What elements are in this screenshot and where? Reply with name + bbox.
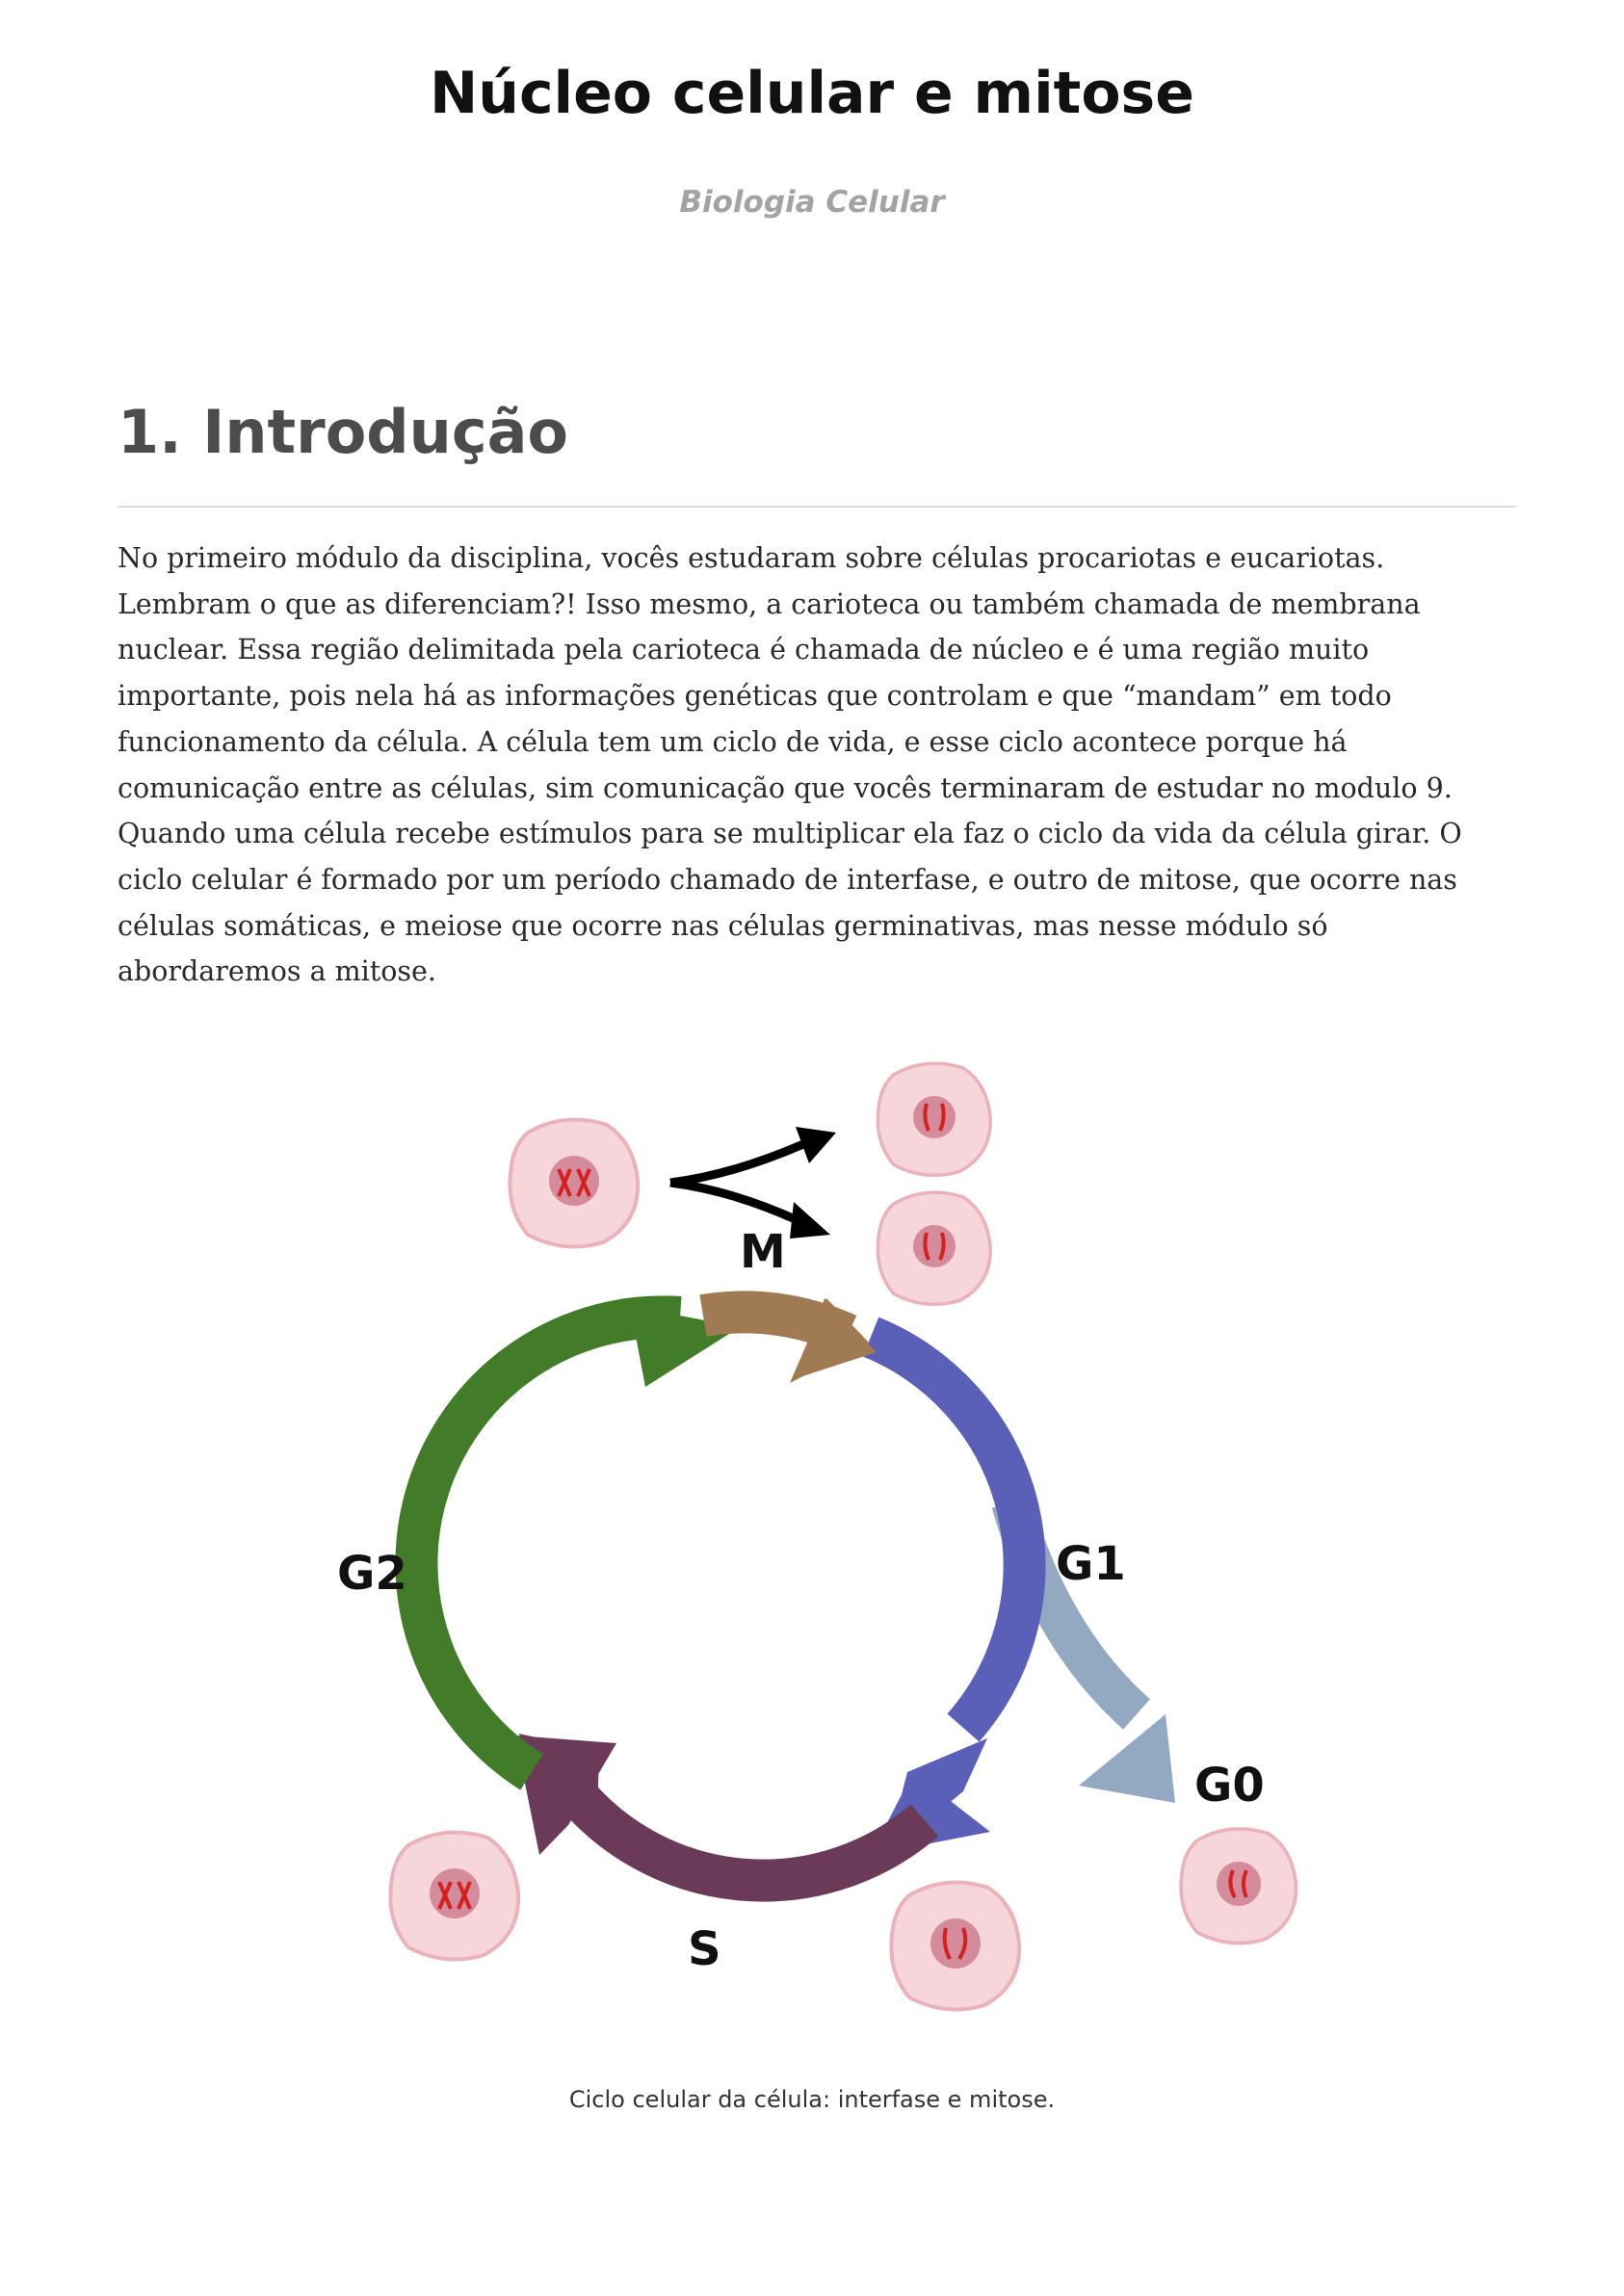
- cell-cycle-diagram: M G1 G2 G0 S: [337, 1061, 1298, 2012]
- m-segment-arrow: [699, 1291, 877, 1383]
- cell-g0: [1179, 1827, 1298, 1945]
- phase-label-g1: G1: [1056, 1537, 1126, 1591]
- g1-segment-arrow: [862, 1317, 1046, 1855]
- section-heading: 1. Introdução: [118, 397, 568, 467]
- cell-g2: [388, 1830, 521, 1962]
- phase-label-g2: G2: [337, 1547, 407, 1601]
- cell-cycle-figure: M G1 G2 G0 S: [308, 1040, 1329, 2042]
- figure-caption: Ciclo celular da célula: interfase e mit…: [568, 2086, 1056, 2113]
- cell-daughter-top: [876, 1061, 992, 1178]
- cell-daughter-bottom: [876, 1190, 992, 1307]
- phase-label-g0: G0: [1194, 1759, 1265, 1813]
- document-title: Núcleo celular e mitose: [430, 60, 1194, 127]
- phase-label-s: S: [688, 1922, 721, 1976]
- phase-label-m: M: [740, 1225, 786, 1279]
- s-segment-arrow: [515, 1734, 939, 1902]
- document-subtitle: Biologia Celular: [679, 185, 945, 220]
- cell-mitosis-parent: [508, 1117, 641, 1249]
- intro-paragraph: No primeiro módulo da disciplina, vocês …: [118, 542, 1462, 988]
- section-divider: [118, 506, 1516, 508]
- division-arrow: [669, 1127, 836, 1239]
- g2-segment-arrow: [395, 1295, 740, 1790]
- cell-s: [889, 1880, 1022, 2012]
